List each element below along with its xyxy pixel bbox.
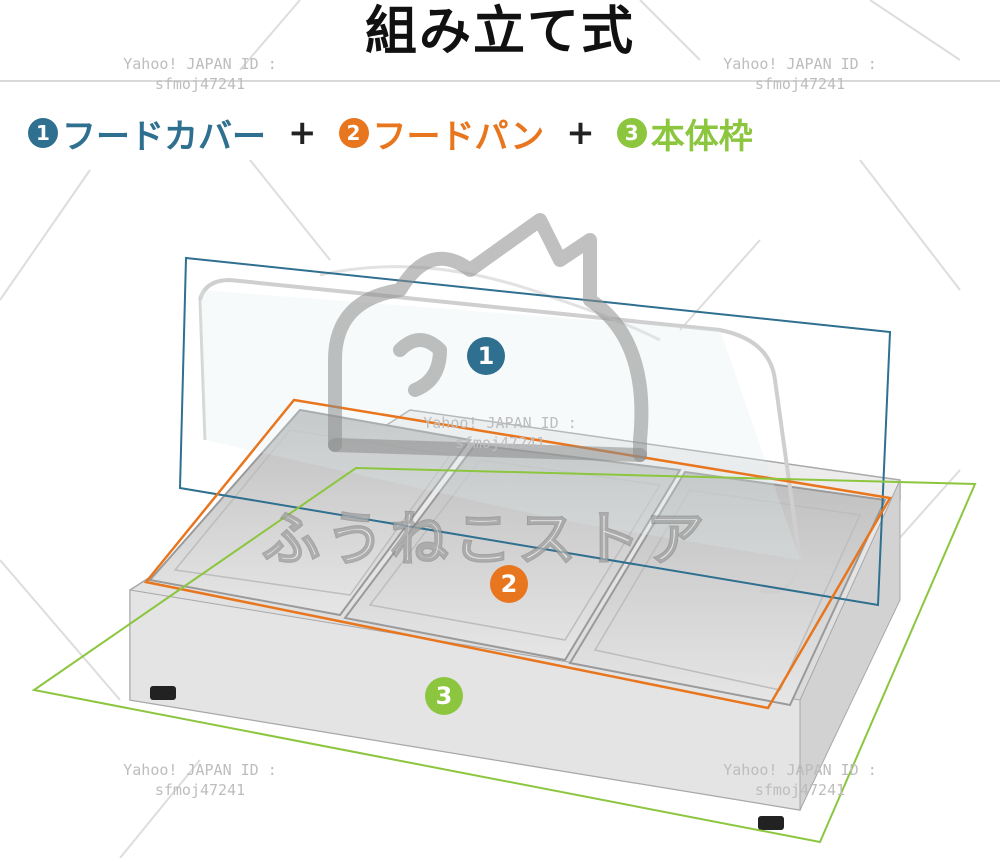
frame-outline-box xyxy=(31,466,977,844)
callout-frame: 3 xyxy=(425,677,463,715)
callout-pan: 2 xyxy=(490,565,528,603)
watermark-bottom-left: Yahoo! JAPAN ID :sfmoj47241 xyxy=(123,761,277,799)
watermark-center: Yahoo! JAPAN ID :sfmoj47241 xyxy=(423,414,577,452)
foot-left-front xyxy=(150,686,176,700)
legend-plus-1: + xyxy=(288,113,317,153)
mascot-watermark xyxy=(328,213,649,462)
legend-number-2: 2 xyxy=(338,118,369,148)
legend-number-3: 3 xyxy=(616,118,647,148)
food-pans xyxy=(148,408,887,707)
legend-label-pan: フードパン xyxy=(372,116,545,157)
cover-outline-box xyxy=(178,256,892,607)
title-divider xyxy=(0,80,1000,82)
watermark-top-right: Yahoo! JAPAN ID :sfmoj47241 xyxy=(723,55,877,93)
legend-plus-2: + xyxy=(566,113,595,153)
page-title: 組み立て式 xyxy=(364,2,635,62)
watermark-top-left: Yahoo! JAPAN ID :sfmoj47241 xyxy=(123,55,277,93)
watermark-bottom-right: Yahoo! JAPAN ID :sfmoj47241 xyxy=(723,761,877,799)
pan-outline-box xyxy=(143,398,892,710)
legend-label-frame: 本体枠 xyxy=(650,116,753,157)
legend-label-cover: フードカバー xyxy=(62,116,266,157)
store-watermark: ふうねこストア xyxy=(261,504,711,574)
callout-cover: 1 xyxy=(467,337,505,375)
clear-cover xyxy=(198,265,803,594)
legend-number-1: 1 xyxy=(28,118,58,148)
parts-legend: 1 フードカバー + 2 フードパン + 3 本体枠 xyxy=(28,108,753,158)
foot-right-front xyxy=(758,816,784,830)
